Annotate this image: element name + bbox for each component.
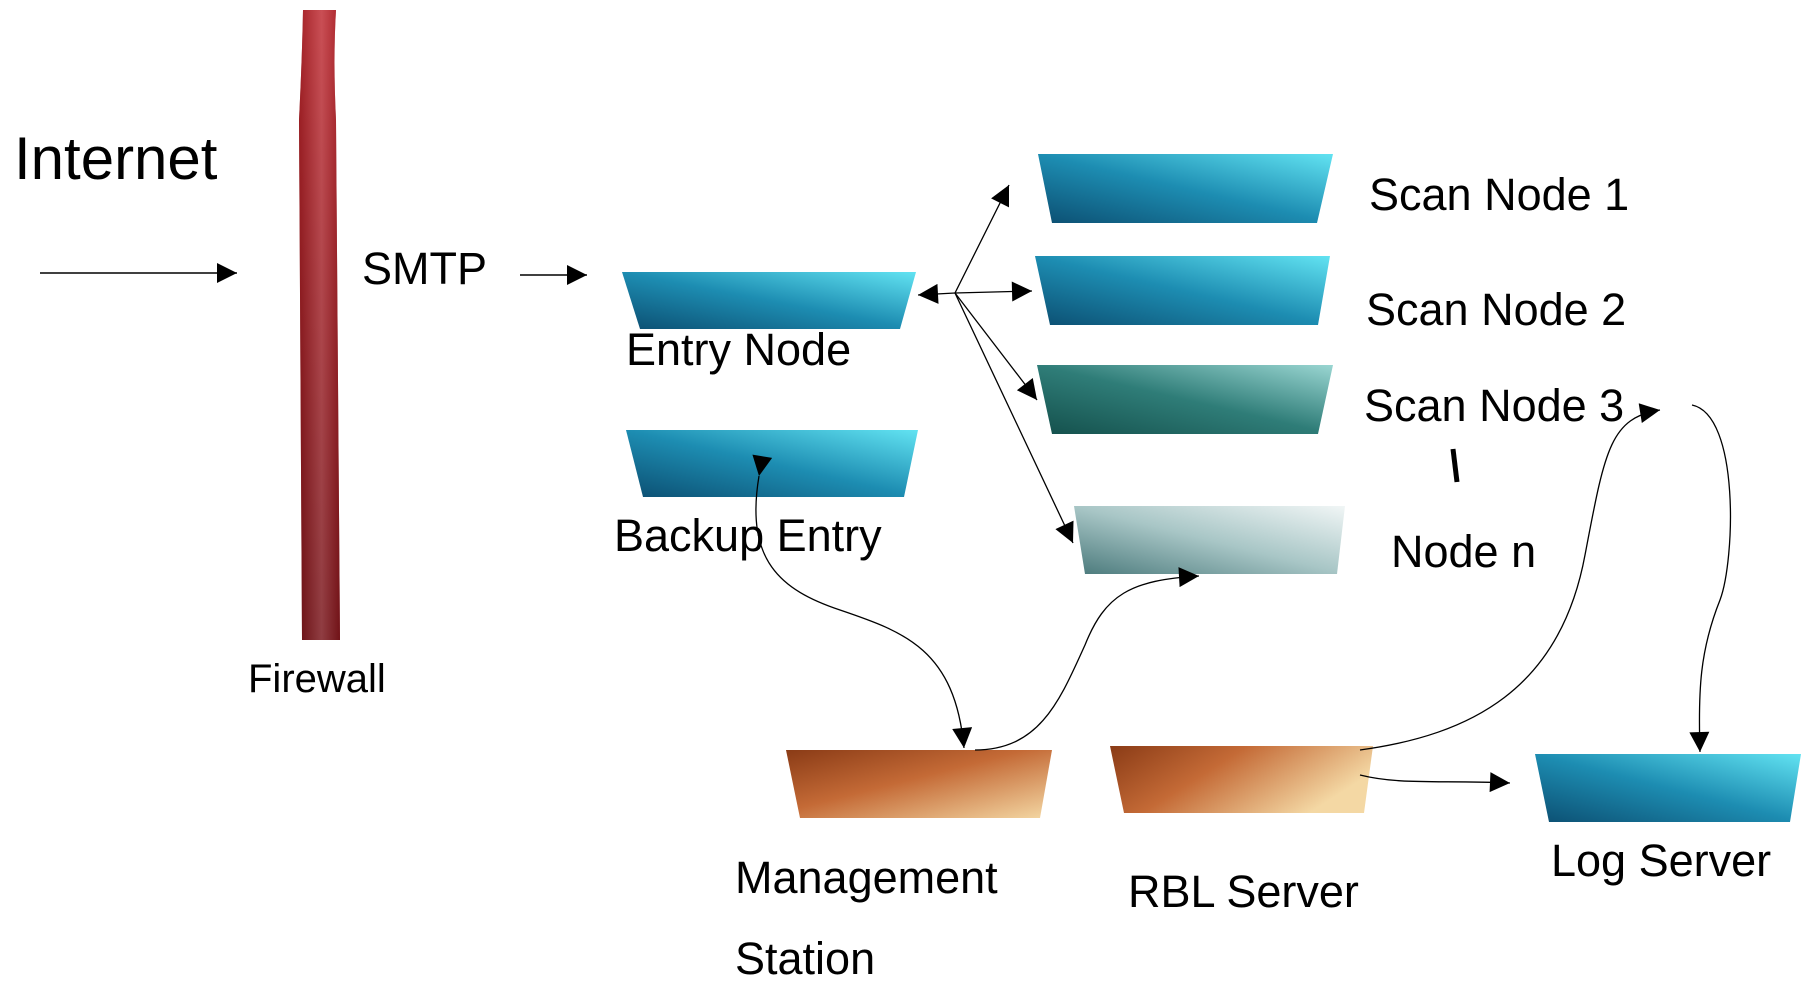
fanout-connectors	[917, 184, 1074, 544]
scan-node-3-box	[1037, 365, 1333, 434]
management-label-line2: Station	[735, 933, 876, 984]
curved-connectors	[752, 403, 1732, 793]
smtp-label: SMTP	[362, 243, 488, 294]
rbl-server-box	[1110, 746, 1373, 813]
scan-node-2-box	[1035, 256, 1330, 325]
entry-node-label: Entry Node	[626, 324, 852, 375]
node-n-label: Node n	[1391, 526, 1537, 577]
firewall-label: Firewall	[248, 657, 386, 701]
scan-node-3-label: Scan Node 3	[1364, 380, 1625, 431]
backup-entry-box	[626, 430, 918, 497]
scan-node-1-box	[1038, 154, 1333, 223]
scan-node-1-label: Scan Node 1	[1369, 169, 1630, 220]
scan-node-2-label: Scan Node 2	[1366, 284, 1627, 335]
firewall-wall	[299, 10, 340, 640]
log-server-box	[1535, 754, 1801, 822]
backup-entry-label: Backup Entry	[614, 510, 882, 561]
entry-node-box	[622, 272, 916, 329]
management-label-line1: Management	[735, 852, 998, 903]
rbl-server-label: RBL Server	[1128, 866, 1359, 917]
log-server-label: Log Server	[1551, 835, 1772, 886]
internet-label: Internet	[14, 125, 218, 192]
ellipsis-mark	[1450, 448, 1460, 483]
node-n-box	[1074, 506, 1345, 574]
management-station-box	[786, 750, 1052, 818]
